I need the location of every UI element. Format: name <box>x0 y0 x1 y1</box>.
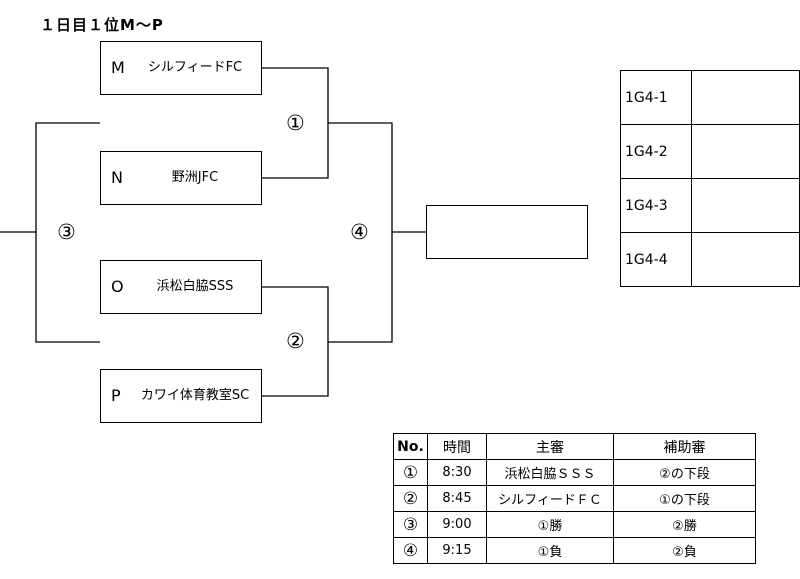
bracket-line-m <box>262 67 329 123</box>
table-row: ② 8:45 シルフィードＦＣ ①の下段 <box>393 485 756 512</box>
table-row: 1G4-4 <box>620 232 800 287</box>
match-number-4: ④ <box>350 220 369 244</box>
team-box-p: P カワイ体育教室SC <box>100 369 262 423</box>
team-box-o: O 浜松白脇SSS <box>100 260 262 314</box>
slot-value <box>690 124 800 179</box>
page-title: １日目１位M～P <box>40 16 164 34</box>
slot-label: 1G4-4 <box>620 232 692 287</box>
header-assistant: 補助審 <box>613 433 756 460</box>
header-no: No. <box>393 433 428 460</box>
table-header-row: No. 時間 主審 補助審 <box>393 433 756 460</box>
schedule-table: No. 時間 主審 補助審 ① 8:30 浜松白脇ＳＳＳ ②の下段 ② 8:45… <box>393 433 756 564</box>
slot-value <box>690 70 800 125</box>
cell-referee: シルフィードＦＣ <box>486 485 614 512</box>
team-name: 野洲JFC <box>171 170 219 185</box>
cell-no: ④ <box>393 537 428 564</box>
cell-referee: ①勝 <box>486 511 614 538</box>
match-number-3: ③ <box>57 220 76 244</box>
cell-assistant: ①の下段 <box>613 485 756 512</box>
team-letter: P <box>111 386 121 405</box>
bracket-line-o <box>262 286 329 342</box>
table-row: 1G4-3 <box>620 178 800 233</box>
cell-time: 8:45 <box>427 485 487 512</box>
cell-no: ② <box>393 485 428 512</box>
team-name: 浜松白脇SSS <box>156 279 234 294</box>
team-box-n: N 野洲JFC <box>100 151 262 205</box>
table-row: 1G4-2 <box>620 124 800 179</box>
group-slot-table: 1G4-1 1G4-2 1G4-3 1G4-4 <box>620 70 800 287</box>
slot-label: 1G4-2 <box>620 124 692 179</box>
cell-assistant: ②勝 <box>613 511 756 538</box>
table-row: ④ 9:15 ①負 ②負 <box>393 537 756 564</box>
cell-time: 8:30 <box>427 459 487 486</box>
match-number-1: ① <box>286 111 305 135</box>
bracket-line-p <box>262 342 329 397</box>
cell-time: 9:00 <box>427 511 487 538</box>
team-name: シルフィードFC <box>147 60 243 75</box>
team-letter: O <box>111 277 124 296</box>
cell-no: ① <box>393 459 428 486</box>
team-letter: M <box>111 58 125 77</box>
team-name: カワイ体育教室SC <box>140 388 250 403</box>
cell-assistant: ②の下段 <box>613 459 756 486</box>
header-referee: 主審 <box>486 433 614 460</box>
bracket-line-n <box>262 123 329 179</box>
cell-time: 9:15 <box>427 537 487 564</box>
cell-assistant: ②負 <box>613 537 756 564</box>
cell-referee: 浜松白脇ＳＳＳ <box>486 459 614 486</box>
header-time: 時間 <box>427 433 487 460</box>
table-row: 1G4-1 <box>620 70 800 125</box>
slot-value <box>690 178 800 233</box>
slot-label: 1G4-3 <box>620 178 692 233</box>
team-box-m: M シルフィードFC <box>100 41 262 95</box>
table-row: ③ 9:00 ①勝 ②勝 <box>393 511 756 538</box>
team-letter: N <box>111 168 123 187</box>
winner-box <box>426 205 588 259</box>
cell-referee: ①負 <box>486 537 614 564</box>
slot-value <box>690 232 800 287</box>
slot-label: 1G4-1 <box>620 70 692 125</box>
match-number-2: ② <box>286 329 305 353</box>
cell-no: ③ <box>393 511 428 538</box>
table-row: ① 8:30 浜松白脇ＳＳＳ ②の下段 <box>393 459 756 486</box>
